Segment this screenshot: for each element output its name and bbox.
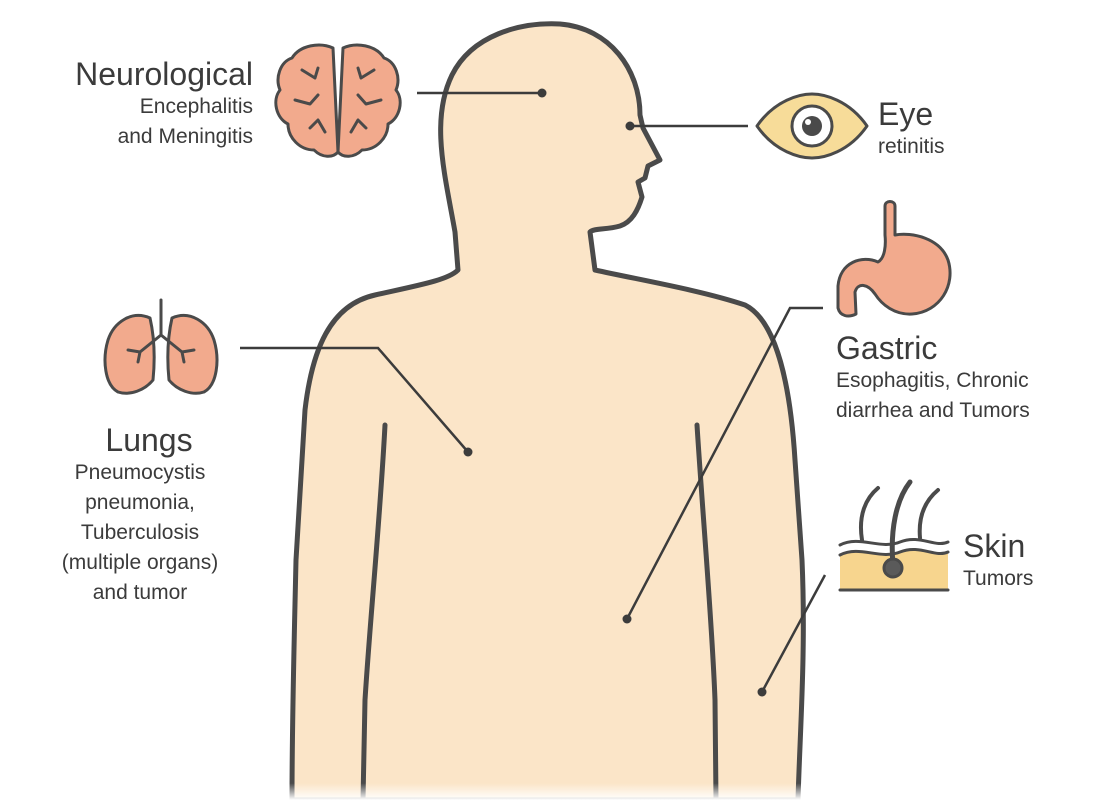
lungs-line-4: (multiple organs) (20, 548, 260, 578)
label-eye: Eye retinitis (878, 96, 1078, 162)
neurological-title: Neurological (40, 56, 253, 92)
lungs-line-3: Tuberculosis (20, 518, 260, 548)
skin-icon (840, 482, 948, 590)
label-neurological: Neurological Encephalitis and Meningitis (40, 56, 253, 152)
skin-line-1: Tumors (963, 564, 1103, 594)
lungs-line-1: Pneumocystis (20, 458, 260, 488)
gastric-title: Gastric (836, 330, 1096, 366)
gastric-desc: Esophagitis, Chronic diarrhea and Tumors (836, 366, 1096, 426)
neurological-line-2: and Meningitis (40, 122, 253, 152)
gastric-line-1: Esophagitis, Chronic (836, 366, 1096, 396)
label-lungs: Lungs Pneumocystis pneumonia, Tuberculos… (20, 422, 260, 608)
lungs-icon (105, 300, 217, 393)
eye-line-1: retinitis (878, 132, 1078, 162)
eye-icon (757, 94, 867, 158)
lungs-desc: Pneumocystis pneumonia, Tuberculosis (mu… (20, 458, 260, 608)
lungs-line-5: and tumor (20, 578, 260, 608)
neurological-desc: Encephalitis and Meningitis (40, 92, 253, 152)
eye-title: Eye (878, 96, 1078, 132)
label-skin: Skin Tumors (963, 528, 1103, 594)
eye-desc: retinitis (878, 132, 1078, 162)
gastric-line-2: diarrhea and Tumors (836, 396, 1096, 426)
label-gastric: Gastric Esophagitis, Chronic diarrhea an… (836, 330, 1096, 426)
skin-title: Skin (963, 528, 1103, 564)
stomach-icon (838, 202, 950, 317)
neurological-line-1: Encephalitis (40, 92, 253, 122)
lungs-line-2: pneumonia, (20, 488, 260, 518)
brain-icon (276, 45, 400, 156)
skin-desc: Tumors (963, 564, 1103, 594)
lungs-title: Lungs (38, 422, 260, 458)
